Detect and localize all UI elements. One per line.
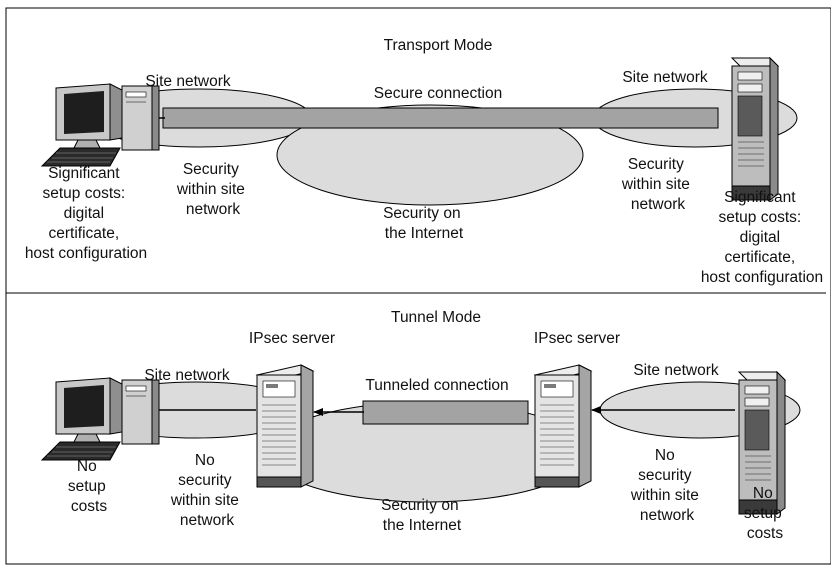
tunnel-mode-title: Tunnel Mode [391, 309, 481, 326]
tunnel-internet-security-label: Security on the Internet [381, 497, 463, 534]
tunnel-left-site-label: Site network [144, 367, 230, 384]
tunneled-connection-bar [362, 400, 529, 425]
transport-mode-section: Transport Mode Site network Site network… [25, 37, 823, 286]
transport-internet [276, 104, 584, 206]
tunnel-right-costs-label: No setup costs [744, 485, 786, 542]
transport-right-costs-label: Significant setup costs: digital certifi… [701, 189, 823, 286]
tunneled-connection-label: Tunneled connection [365, 377, 508, 394]
tunnel-mode-section: Tunnel Mode IPsec server IPsec server Si… [41, 309, 801, 542]
transport-right-security-label: Security within site network [621, 156, 694, 213]
transport-left-security-label: Security within site network [176, 161, 249, 218]
left-ipsec-server-icon [256, 364, 314, 488]
right-ipsec-server-icon [534, 364, 592, 488]
transport-host-server-icon [731, 57, 779, 201]
secure-connection-label: Secure connection [374, 85, 502, 102]
transport-mode-title: Transport Mode [384, 37, 493, 54]
transport-left-costs-label: Significant setup costs: digital certifi… [25, 165, 147, 262]
left-ipsec-server-label: IPsec server [249, 330, 335, 347]
transport-internet-security-label: Security on the Internet [383, 205, 465, 242]
right-ipsec-server-label: IPsec server [534, 330, 620, 347]
tunnel-right-site-label: Site network [633, 362, 719, 379]
tunnel-left-costs-label: No setup costs [68, 458, 110, 515]
transport-right-site-label: Site network [622, 69, 708, 86]
tunnel-left-security-label: No security within site network [170, 452, 243, 529]
secure-connection-bar [162, 107, 719, 129]
transport-left-site-label: Site network [145, 73, 231, 90]
tunnel-right-security-label: No security within site network [630, 447, 703, 524]
